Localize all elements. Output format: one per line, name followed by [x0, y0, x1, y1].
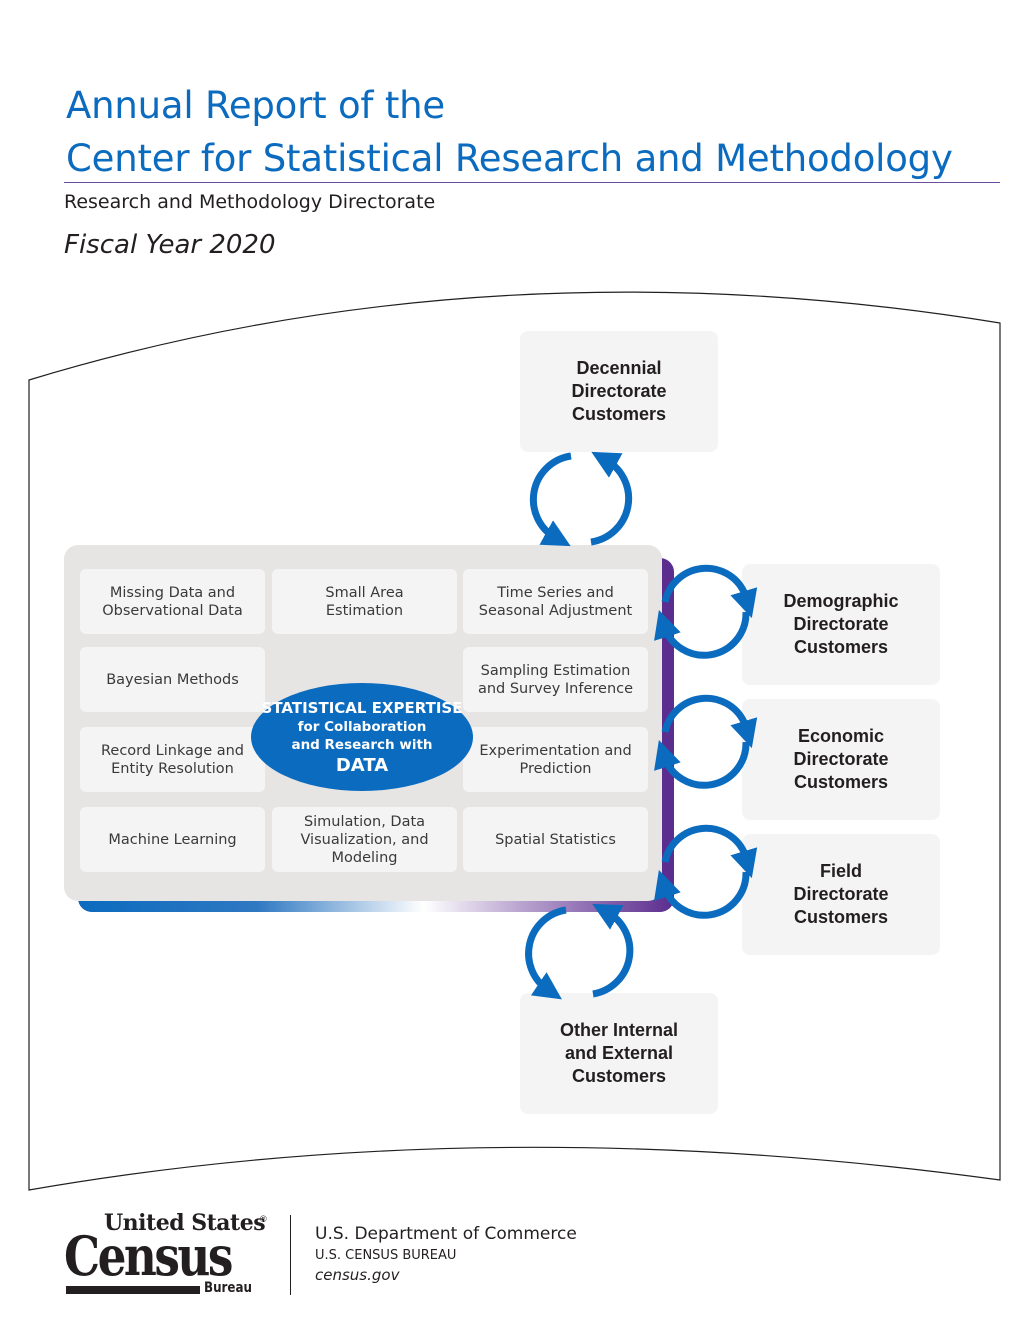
- field-line2: Directorate: [793, 884, 889, 904]
- department-name: U.S. Department of Commerce: [315, 1224, 577, 1244]
- decennial-line1: Decennial: [576, 358, 662, 378]
- subtitle: Research and Methodology Directorate: [64, 191, 436, 213]
- cycle-arrow-decennial-icon: [529, 451, 633, 547]
- other-line1: Other Internal: [559, 1020, 679, 1040]
- decennial-customers-box: Decennial Directorate Customers: [520, 331, 718, 452]
- oval-line-3: and Research with: [291, 737, 433, 753]
- cycle-arrow-demographic-icon: [654, 564, 758, 659]
- cell-spatial: Spatial Statistics: [463, 807, 648, 872]
- oval-line-2: for Collaboration: [297, 719, 427, 735]
- demographic-line2: Directorate: [793, 614, 889, 634]
- other-line2: and External: [564, 1043, 674, 1063]
- field-customers-box: Field Directorate Customers: [742, 834, 940, 955]
- logo-united-states: United States: [104, 1210, 266, 1236]
- economic-line2: Directorate: [793, 749, 889, 769]
- economic-customers-box: Economic Directorate Customers: [742, 699, 940, 820]
- fiscal-year: Fiscal Year 2020: [64, 230, 276, 260]
- economic-line3: Customers: [793, 772, 888, 792]
- logo-census: Census: [64, 1224, 233, 1288]
- field-line3: Customers: [793, 907, 888, 927]
- oval-line-4: DATA: [335, 755, 389, 776]
- demographic-line1: Demographic: [783, 591, 899, 611]
- footer-divider: [290, 1215, 291, 1295]
- logo-registered-mark: ®: [260, 1214, 267, 1224]
- decennial-line2: Directorate: [571, 381, 667, 401]
- other-customers-box: Other Internal and External Customers: [520, 993, 718, 1114]
- cell-machine-learning: Machine Learning: [80, 807, 265, 872]
- statistical-expertise-oval: STATISTICAL EXPERTISE for Collaboration …: [251, 683, 473, 791]
- title-line-1: Annual Report of the: [66, 84, 445, 127]
- cell-bayesian: Bayesian Methods: [80, 647, 265, 712]
- title-rule: [64, 182, 1000, 183]
- decennial-line3: Customers: [571, 404, 666, 424]
- logo-bureau: Bureau: [204, 1280, 252, 1296]
- cycle-arrow-economic-icon: [654, 694, 758, 789]
- demographic-line3: Customers: [793, 637, 889, 657]
- field-line1: Field: [819, 861, 862, 881]
- oval-line-1: STATISTICAL EXPERTISE: [261, 699, 463, 717]
- logo-bar: [66, 1286, 200, 1294]
- title-line-2: Center for Statistical Research and Meth…: [66, 137, 953, 180]
- cycle-arrow-field-icon: [654, 824, 758, 919]
- other-line3: Customers: [571, 1066, 667, 1086]
- bureau-name: U.S. CENSUS BUREAU: [315, 1248, 457, 1263]
- website-link[interactable]: census.gov: [315, 1266, 400, 1284]
- economic-line1: Economic: [797, 726, 884, 746]
- census-bureau-logo: United States ® Census Bureau: [64, 1210, 274, 1300]
- demographic-customers-box: Demographic Directorate Customers: [742, 564, 940, 685]
- cycle-arrow-other-icon: [525, 903, 634, 1000]
